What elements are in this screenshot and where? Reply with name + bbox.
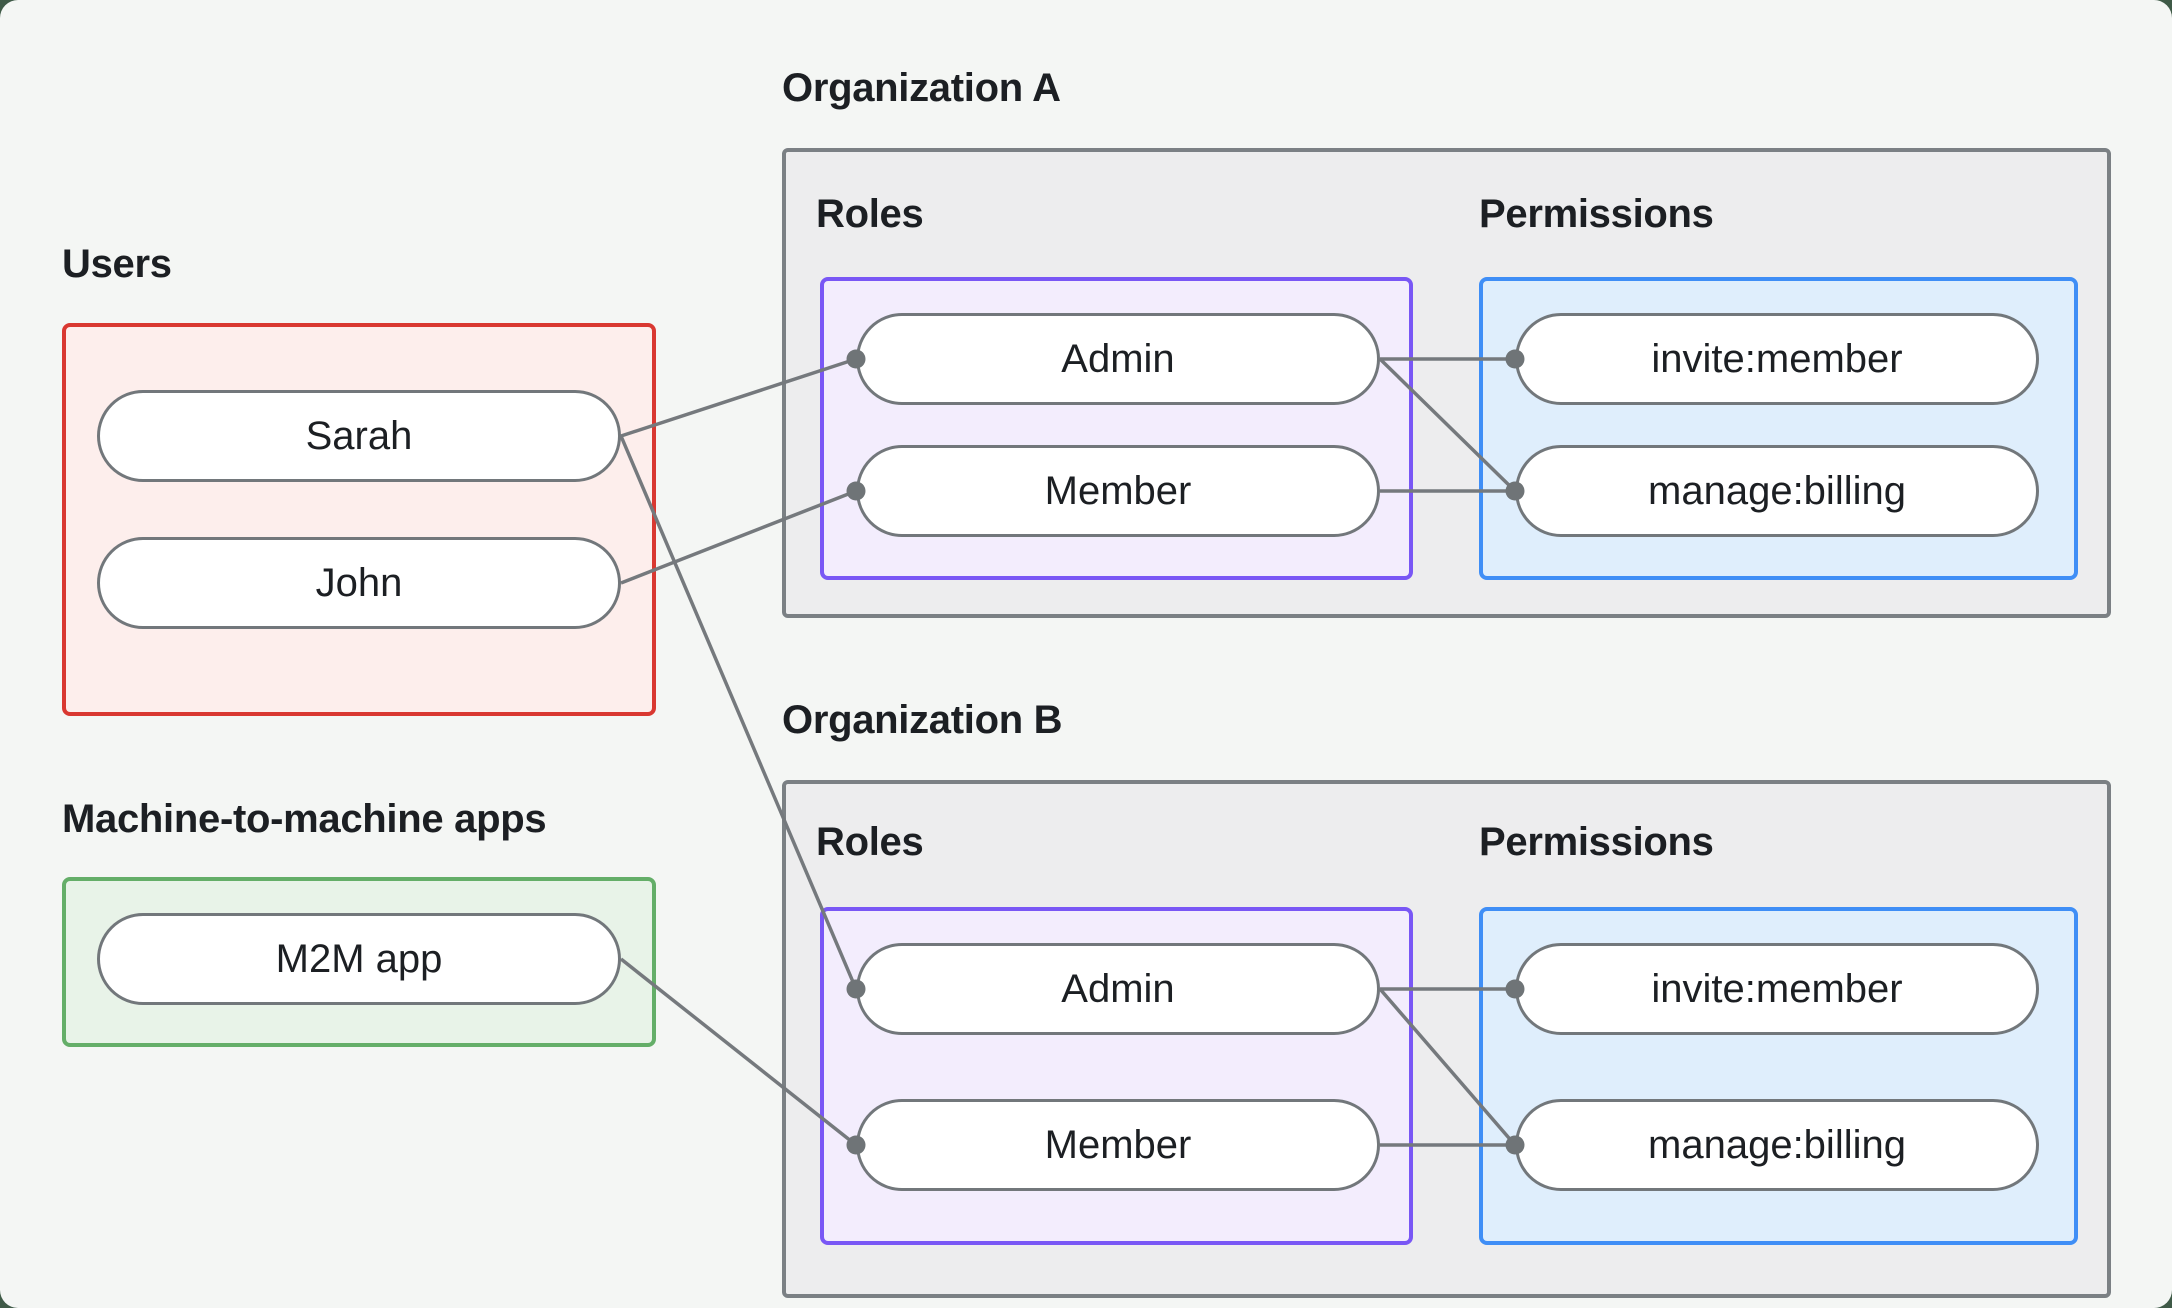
org-a-role-admin: Admin (856, 313, 1380, 405)
users-group-box (62, 323, 656, 716)
m2m-section-label: Machine-to-machine apps (62, 797, 547, 841)
org-b-permission-invite-member: invite:member (1515, 943, 2039, 1035)
org-a-permission-invite-member-label: invite:member (1651, 336, 1903, 381)
org-a-title: Organization A (782, 66, 1061, 110)
org-a-role-member-label: Member (1044, 468, 1192, 513)
user-node-john: John (97, 537, 621, 629)
org-a-roles-label: Roles (816, 192, 924, 236)
org-b-permission-manage-billing-label: manage:billing (1648, 1122, 1906, 1167)
org-b-role-member: Member (856, 1099, 1380, 1191)
org-b-permission-invite-member-label: invite:member (1651, 966, 1903, 1011)
org-b-permissions-label: Permissions (1479, 820, 1714, 864)
org-b-permission-manage-billing: manage:billing (1515, 1099, 2039, 1191)
org-b-title: Organization B (782, 698, 1063, 742)
org-a-role-member: Member (856, 445, 1380, 537)
org-b-role-admin: Admin (856, 943, 1380, 1035)
user-node-john-label: John (315, 560, 403, 605)
org-b-roles-label: Roles (816, 820, 924, 864)
org-a-permission-manage-billing-label: manage:billing (1648, 468, 1906, 513)
users-section-label: Users (62, 242, 172, 286)
user-node-sarah: Sarah (97, 390, 621, 482)
m2m-app-node-label: M2M app (275, 936, 443, 981)
org-b-role-admin-label: Admin (1061, 966, 1175, 1011)
m2m-app-node: M2M app (97, 913, 621, 1005)
org-a-permission-manage-billing: manage:billing (1515, 445, 2039, 537)
org-a-permission-invite-member: invite:member (1515, 313, 2039, 405)
user-node-sarah-label: Sarah (305, 413, 413, 458)
org-a-role-admin-label: Admin (1061, 336, 1175, 381)
org-b-role-member-label: Member (1044, 1122, 1192, 1167)
org-a-permissions-label: Permissions (1479, 192, 1714, 236)
